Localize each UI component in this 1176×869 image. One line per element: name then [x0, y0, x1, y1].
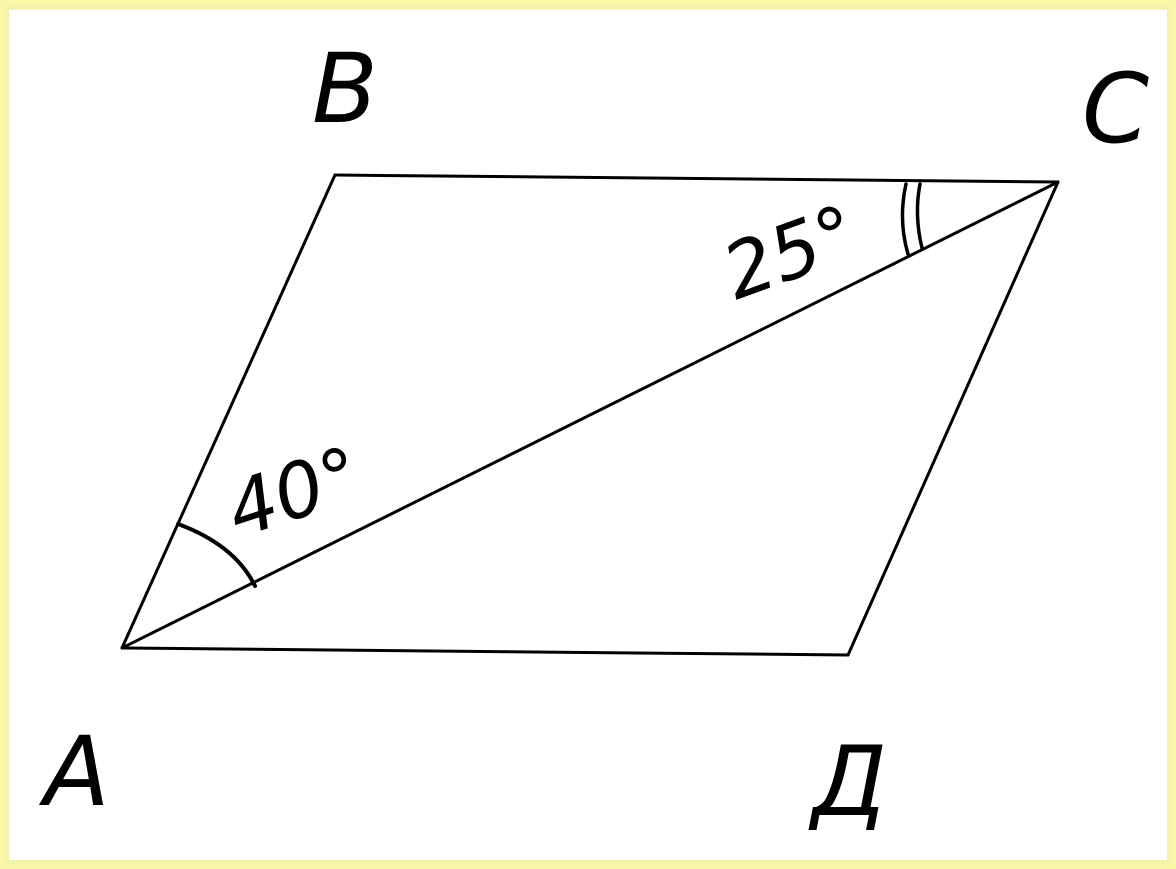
side-ab [120, 173, 337, 650]
vertex-label-a: A [38, 716, 110, 828]
vertex-label-d: Д [808, 726, 887, 838]
side-bc [333, 173, 1060, 184]
side-cd [846, 180, 1060, 657]
angle-arc-a [176, 522, 257, 588]
angle-arc-c-inner [915, 182, 924, 250]
vertex-label-b: B [312, 33, 378, 145]
diagram-frame [9, 10, 1167, 860]
angle-arc-c-outer [900, 182, 910, 256]
diagonal-ac [120, 180, 1060, 650]
angle-label-25: 25° [712, 187, 869, 317]
vertex-label-c: C [1082, 53, 1149, 165]
side-da [120, 646, 850, 657]
